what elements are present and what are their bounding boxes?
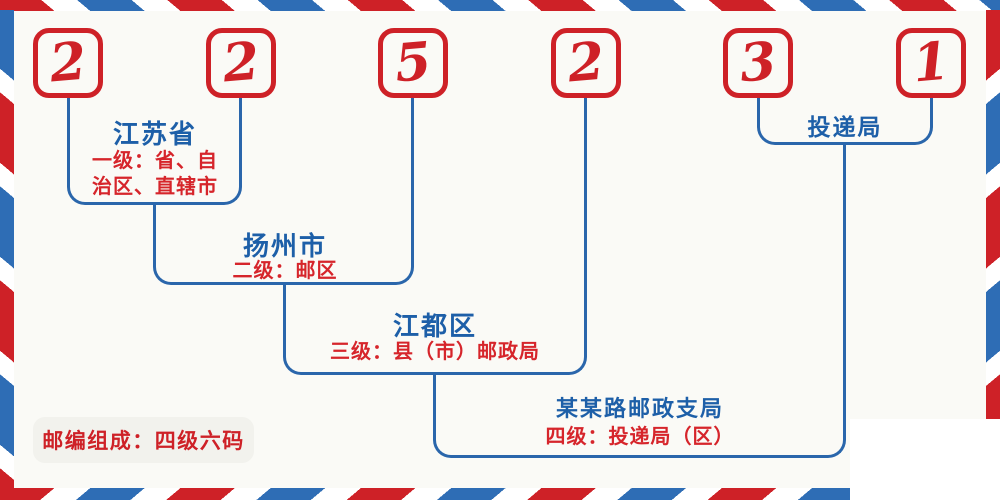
level-desc-branch: 四级：投递局（区） xyxy=(545,424,735,448)
digit-4: 2 xyxy=(565,30,607,95)
airmail-border-right xyxy=(986,10,1000,490)
digit-3: 5 xyxy=(392,30,434,95)
connector-delivery-line xyxy=(843,145,846,376)
bottom-right-blank-area xyxy=(850,419,1000,500)
digit-5: 3 xyxy=(737,30,779,95)
level-desc-city: 二级：邮区 xyxy=(232,258,338,282)
digit-box-3: 5 xyxy=(378,28,448,98)
bracket-level4-branch xyxy=(433,375,846,458)
bracket-level3-district xyxy=(283,285,587,375)
place-name-province: 江苏省 xyxy=(112,120,197,150)
connector-digit3-line xyxy=(411,98,414,206)
airmail-border-top xyxy=(0,0,1000,11)
airmail-border-left xyxy=(0,10,14,490)
composition-badge-label: 邮编组成：四级六码 xyxy=(42,429,245,453)
digit-box-2: 2 xyxy=(206,28,276,98)
place-name-delivery-office: 投递局 xyxy=(807,115,883,141)
digit-6: 1 xyxy=(910,30,952,95)
digit-box-5: 3 xyxy=(723,28,793,98)
connector-digit4-line xyxy=(584,98,587,286)
bracket-delivery-office xyxy=(757,98,933,145)
level-desc-province: 一级：省、自治区、直辖市 xyxy=(92,148,218,198)
composition-badge: 邮编组成：四级六码 xyxy=(33,417,254,463)
digit-2: 2 xyxy=(220,30,262,95)
place-name-branch: 某某路邮政支局 xyxy=(555,397,724,422)
place-name-district: 江都区 xyxy=(392,312,477,342)
airmail-border-bottom xyxy=(0,488,1000,500)
place-name-city: 扬州市 xyxy=(242,232,327,262)
digit-1: 2 xyxy=(47,30,89,95)
bracket-level2-city xyxy=(153,205,414,285)
level-desc-district: 三级：县（市）邮政局 xyxy=(330,339,540,363)
bracket-level1-province xyxy=(67,98,242,205)
digit-box-4: 2 xyxy=(551,28,621,98)
digit-box-6: 1 xyxy=(896,28,966,98)
digit-box-1: 2 xyxy=(33,28,103,98)
